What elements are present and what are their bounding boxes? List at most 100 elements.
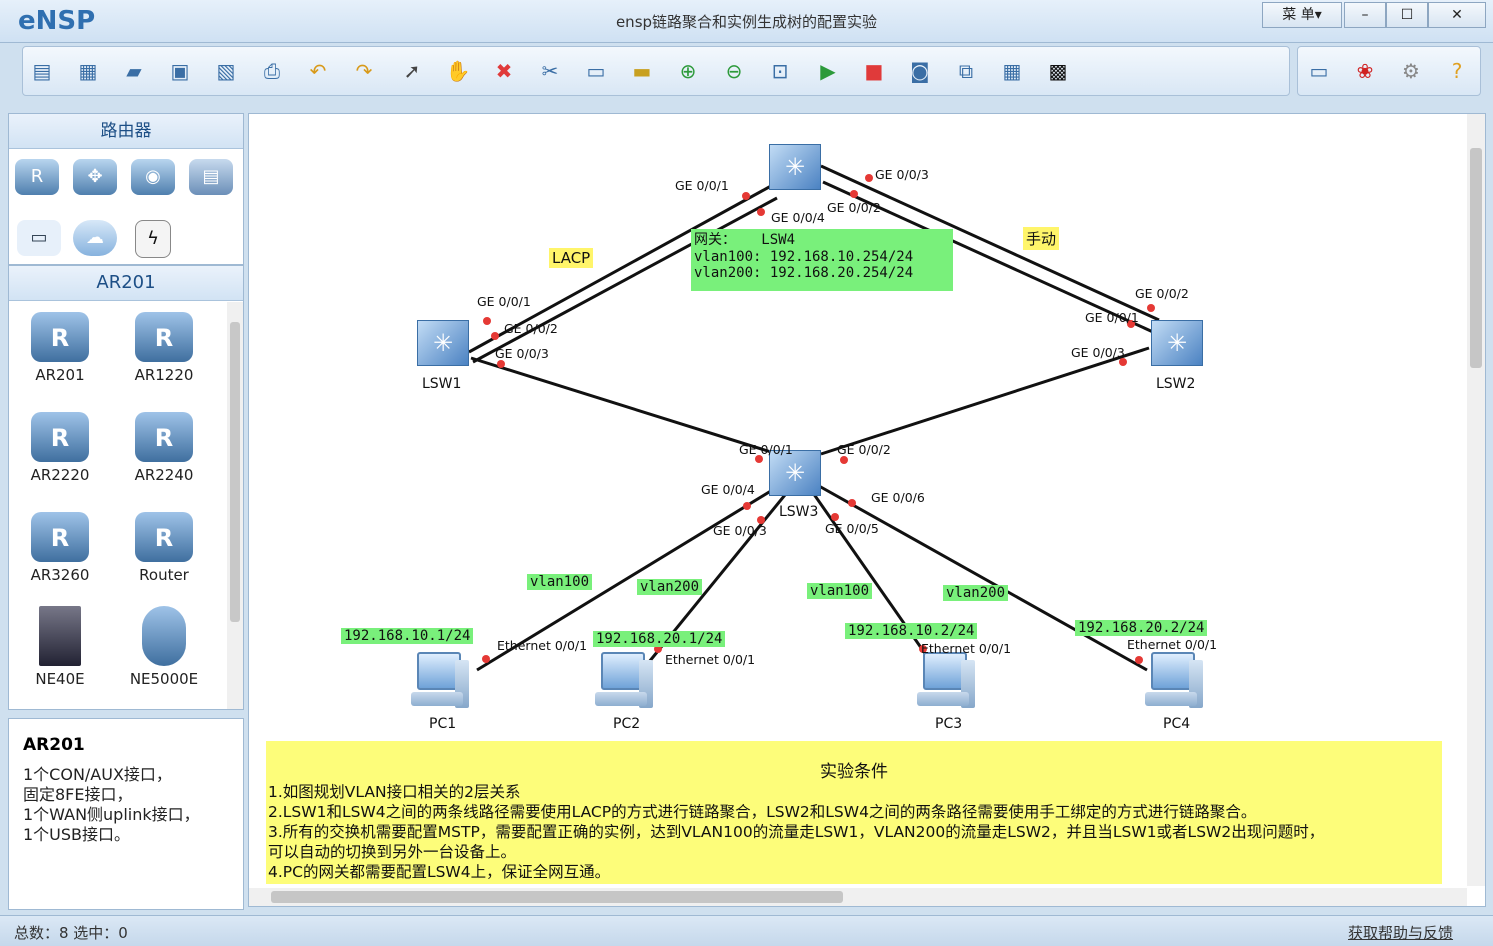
keyboard-icon (1145, 692, 1197, 706)
canvas-vertical-scrollbar[interactable] (1467, 114, 1485, 886)
minimize-button[interactable]: – (1344, 2, 1386, 28)
save-icon[interactable]: ▣ (170, 59, 190, 83)
switch-lsw3[interactable]: ✳ (769, 450, 821, 496)
delete-icon[interactable]: ✖ (495, 59, 513, 83)
firewall-category-icon[interactable]: ▤ (189, 159, 233, 195)
cluster-router-icon (142, 606, 186, 666)
cloud-category-icon[interactable]: ☁ (73, 220, 117, 256)
right-toolbar: ▭ ❀ ⚙ ? (1297, 46, 1481, 96)
link-lsw4-lsw2-a[interactable] (820, 164, 1160, 322)
select-icon[interactable]: ➚ (403, 59, 421, 83)
pan-hand-icon[interactable]: ✋ (445, 59, 471, 83)
feedback-icon[interactable]: ▭ (1309, 59, 1329, 83)
device-ar201[interactable]: R AR201 (15, 312, 105, 384)
link-lsw3-pc4[interactable] (818, 484, 1148, 672)
cli-icon[interactable]: ▩ (1048, 59, 1068, 83)
new-topology-icon[interactable]: ▤ (32, 59, 52, 83)
experiment-note[interactable]: 实验条件 1.如图规划VLAN接口相关的2层关系 2.LSW1和LSW4之间的两… (266, 741, 1442, 884)
text-note-icon[interactable]: ▭ (586, 59, 606, 83)
scroll-thumb[interactable] (1470, 148, 1482, 368)
vlan-label[interactable]: vlan200 (637, 579, 703, 595)
close-button[interactable]: ✕ (1428, 2, 1486, 28)
device-label: AR2240 (134, 466, 194, 484)
pc-category-icon[interactable]: ▭ (17, 220, 61, 256)
experiment-line: 3.所有的交换机需要配置MSTP，需要配置正确的实例，达到VLAN100的流量走… (268, 823, 1325, 841)
topology-canvas[interactable]: ✳ ✳ LSW1 ✳ LSW2 ✳ LSW3 PC1 PC2 PC3 PC4 G… (248, 113, 1486, 907)
ip-label[interactable]: 192.168.20.2/24 (1075, 620, 1208, 636)
vlan-label[interactable]: vlan200 (943, 585, 1009, 601)
switch-category-icon[interactable]: ✥ (73, 159, 117, 195)
vlan-label[interactable]: vlan100 (527, 574, 593, 590)
link-lsw4-lsw2-b[interactable] (822, 180, 1154, 334)
zoom-in-icon[interactable]: ⊕ (679, 59, 697, 83)
link-lsw4-lsw1-a[interactable] (468, 184, 772, 354)
lacp-label[interactable]: LACP (549, 248, 594, 268)
ip-label[interactable]: 192.168.10.1/24 (341, 628, 474, 644)
new-example-icon[interactable]: ▦ (78, 59, 98, 83)
port-label: GE 0/0/2 (1135, 286, 1189, 301)
switch-lsw2[interactable]: ✳ (1151, 320, 1203, 366)
print-icon[interactable]: ⎙ (264, 59, 280, 83)
link-lsw3-pc1[interactable] (476, 484, 780, 672)
fit-icon[interactable]: ⊡ (771, 59, 789, 83)
pc1[interactable] (411, 652, 469, 714)
gateway-note[interactable]: 网关： LSW4 vlan100: 192.168.10.254/24 vlan… (691, 229, 953, 291)
stop-device-icon[interactable]: ■ (864, 59, 884, 83)
capture-icon[interactable]: ◙ (910, 59, 930, 83)
switch-lsw4[interactable]: ✳ (769, 144, 821, 190)
canvas-horizontal-scrollbar[interactable] (249, 888, 1467, 906)
grid-icon[interactable]: ▦ (1002, 59, 1022, 83)
menu-button[interactable]: 菜 单▾ (1262, 2, 1342, 28)
app-logo: eNSP (18, 6, 96, 36)
title-bar: eNSP ensp链路聚合和实例生成树的配置实验 菜 单▾ – ☐ ✕ (0, 0, 1493, 43)
device-label-lsw1: LSW1 (422, 376, 462, 392)
port-label: GE 0/0/5 (825, 521, 879, 536)
pc4[interactable] (1145, 652, 1203, 714)
ip-label[interactable]: 192.168.10.2/24 (845, 623, 978, 639)
scroll-thumb[interactable] (230, 322, 240, 622)
monitor-icon (1151, 652, 1195, 690)
device-label-pc3: PC3 (935, 716, 963, 732)
delete-link-icon[interactable]: ✂ (541, 59, 559, 83)
manual-label[interactable]: 手动 (1023, 227, 1060, 250)
redo-icon[interactable]: ↷ (355, 59, 373, 83)
topology-icon[interactable]: ⧉ (958, 59, 974, 83)
device-list-scrollbar[interactable] (227, 302, 243, 709)
device-ne40e[interactable]: NE40E (15, 606, 105, 688)
maximize-button[interactable]: ☐ (1386, 2, 1428, 28)
help-icon[interactable]: ? (1451, 59, 1463, 83)
scroll-thumb[interactable] (271, 891, 843, 903)
save-as-icon[interactable]: ▧ (216, 59, 236, 83)
device-label: NE5000E (129, 670, 199, 688)
link-lsw1-lsw3[interactable] (470, 356, 772, 454)
link-lsw4-lsw1-b[interactable] (472, 196, 778, 364)
ip-label[interactable]: 192.168.20.1/24 (593, 631, 726, 647)
router-category-icon[interactable]: R (15, 159, 59, 195)
router-icon: R (135, 312, 193, 362)
router-icon: R (31, 312, 89, 362)
pc3[interactable] (917, 652, 975, 714)
pc2[interactable] (595, 652, 653, 714)
undo-icon[interactable]: ↶ (309, 59, 327, 83)
status-text: 总数：8 选中：0 (14, 924, 128, 942)
link-category-icon[interactable]: ϟ (135, 220, 171, 258)
start-device-icon[interactable]: ▶ (820, 59, 836, 83)
device-ne5000e[interactable]: NE5000E (119, 606, 209, 688)
wireless-category-icon[interactable]: ◉ (131, 159, 175, 195)
device-label: AR201 (35, 366, 85, 384)
help-feedback-link[interactable]: 获取帮助与反馈 (1348, 924, 1454, 942)
category-title: 路由器 (9, 114, 243, 149)
vlan-label[interactable]: vlan100 (807, 583, 873, 599)
link-lsw2-lsw3[interactable] (820, 346, 1150, 456)
settings-icon[interactable]: ⚙ (1402, 59, 1420, 83)
switch-lsw1[interactable]: ✳ (417, 320, 469, 366)
huawei-icon[interactable]: ❀ (1356, 59, 1374, 83)
zoom-out-icon[interactable]: ⊖ (725, 59, 743, 83)
open-icon[interactable]: ▰ (126, 59, 142, 83)
rectangle-icon[interactable]: ▬ (632, 59, 652, 83)
